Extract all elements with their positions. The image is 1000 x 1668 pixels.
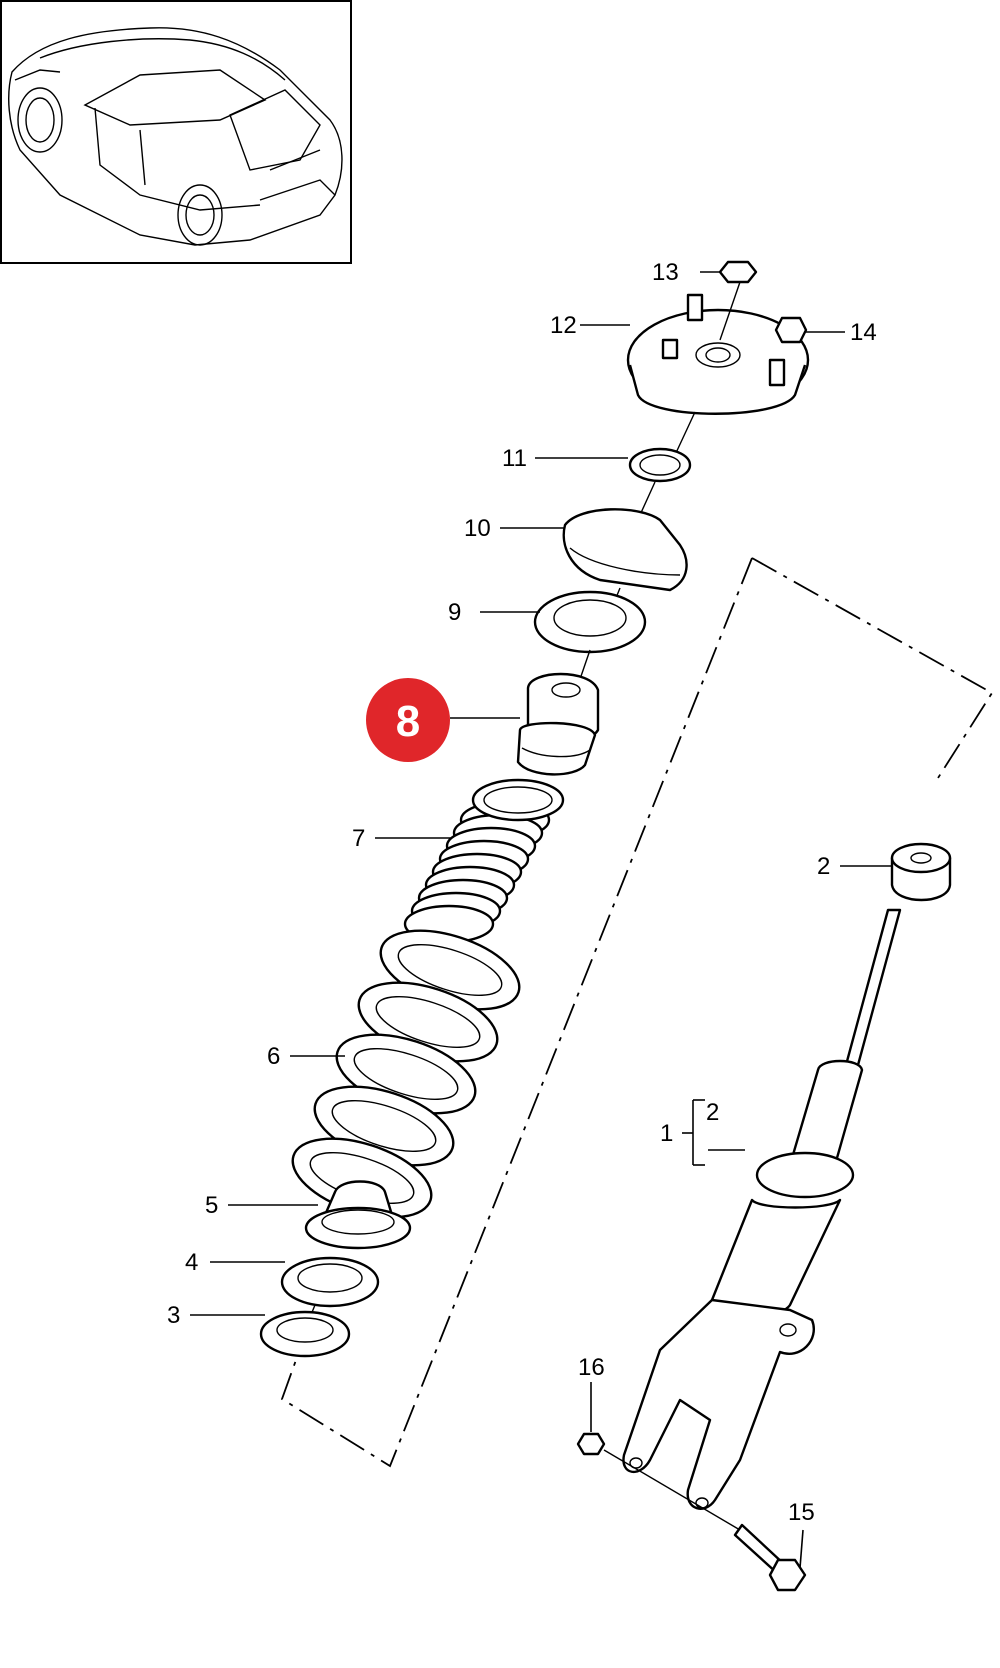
callout-15[interactable]: 15 (788, 1499, 815, 1526)
part-10-spring-pad[interactable]: 10 (464, 481, 688, 592)
callout-5[interactable]: 5 (205, 1192, 218, 1219)
callout-12[interactable]: 12 (550, 312, 577, 339)
car-thumbnail-icon[interactable] (0, 0, 352, 264)
part-16-nut[interactable]: 16 (576, 1354, 741, 1531)
callout-16[interactable]: 16 (578, 1354, 605, 1381)
part-15-bolt[interactable]: 15 (733, 1499, 815, 1592)
part-2-bushing[interactable]: 2 (817, 842, 952, 902)
spring-coil-inner (353, 1047, 459, 1101)
part-9-spacer[interactable]: 9 (448, 587, 647, 654)
callout-2[interactable]: 2 (817, 853, 830, 880)
callout-13[interactable]: 13 (652, 259, 679, 286)
spring-coil-inner (375, 995, 481, 1049)
part-5-spring-seat[interactable]: 5 (205, 1180, 412, 1250)
part-12-strut-mount[interactable]: 12 (550, 281, 810, 415)
callout-11[interactable]: 11 (502, 445, 527, 472)
part-4-ring[interactable]: 4 (185, 1249, 380, 1308)
highlight-badge (366, 678, 450, 762)
part-3-washer[interactable]: 3 (167, 1302, 351, 1358)
part-7-dust-boot[interactable]: 7 (352, 778, 565, 944)
part-13-nut[interactable]: 13 (652, 259, 758, 286)
callout-1[interactable]: 1 (660, 1120, 673, 1147)
part-8-bump-stop[interactable]: 8 (366, 649, 600, 776)
part-6-coil-spring[interactable]: 6 (267, 915, 529, 1232)
callout-10[interactable]: 10 (464, 515, 491, 542)
part-11-bearing-ring[interactable]: 11 (502, 411, 696, 483)
callout-8[interactable]: 8 (396, 697, 420, 746)
part-14-nut[interactable]: 14 (774, 316, 877, 346)
spring-coil-inner (397, 943, 503, 997)
part-1-shock-absorber[interactable]: 2 1 (622, 908, 902, 1510)
callout-3[interactable]: 3 (167, 1302, 180, 1329)
callout-9[interactable]: 9 (448, 599, 461, 626)
callout-7[interactable]: 7 (352, 825, 365, 852)
callout-4[interactable]: 4 (185, 1249, 198, 1276)
spring-coil-inner (331, 1099, 437, 1153)
assembly-bracket (280, 557, 994, 1468)
callout-6[interactable]: 6 (267, 1043, 280, 1070)
callout-2-group[interactable]: 2 (706, 1099, 719, 1126)
callout-14[interactable]: 14 (850, 319, 877, 346)
